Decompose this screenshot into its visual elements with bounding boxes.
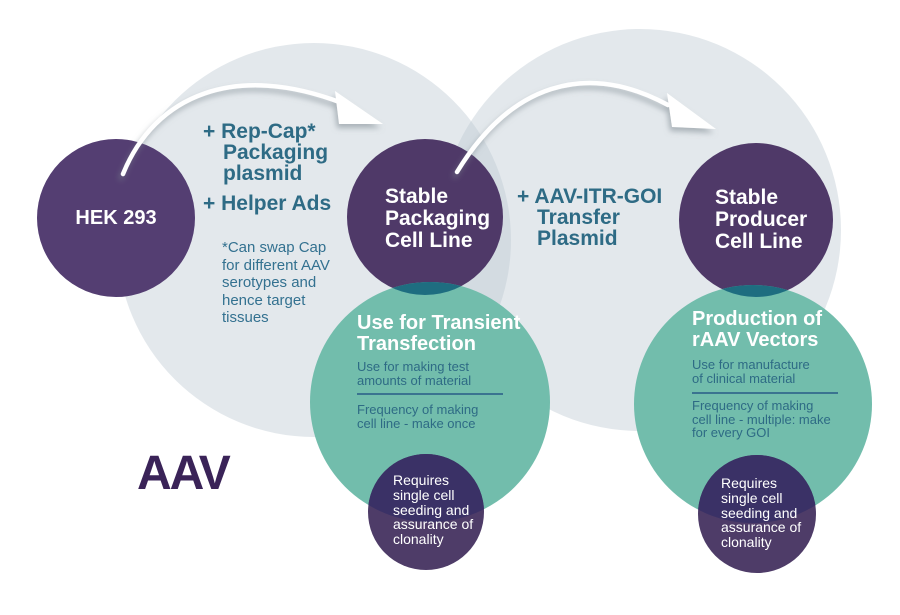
- clonality-left-label: Requires single cell seeding and assuran…: [393, 473, 473, 547]
- transient-header-line: Use for Transient: [357, 312, 521, 334]
- clonality-right-line: clonality: [721, 534, 772, 551]
- production-frequency-line: cell line - multiple: make: [692, 411, 831, 427]
- transient-header: Use for Transient Transfection: [357, 313, 520, 355]
- production-frequency-line: for every GOI: [692, 425, 771, 440]
- overlap-clonality-right: [698, 455, 816, 523]
- transient-header-line: Transfection: [357, 333, 476, 355]
- transfer-plasmid-annotation: + AAV-ITR-GOI Transfer Plasmid: [517, 186, 662, 249]
- transient-transfection-block: Use for Transient Transfection Use for m…: [357, 313, 520, 430]
- production-header-line: rAAV Vectors: [692, 329, 819, 351]
- transfer-plasmid-line: Transfer: [537, 206, 620, 229]
- transient-frequency-line: cell line - make once: [357, 415, 476, 431]
- transient-use-line: Use for making test: [357, 359, 469, 374]
- clonality-right-line: seeding and: [721, 504, 798, 521]
- rep-cap-line: + Rep-Cap*: [203, 120, 316, 143]
- diagram-title: AAV: [137, 447, 231, 500]
- clonality-left-line: Requires: [393, 472, 450, 488]
- transient-frequency-line: Frequency of making: [357, 402, 479, 417]
- production-use-text: Use for manufacture of clinical material: [692, 358, 838, 385]
- production-use-line: of clinical material: [692, 370, 796, 386]
- cap-swap-note: *Can swap Cap for different AAV serotype…: [222, 239, 330, 327]
- stable-producer-label-line: Producer: [715, 208, 808, 231]
- cap-swap-note-line: tissues: [222, 309, 269, 326]
- transfer-plasmid-line: + AAV-ITR-GOI: [517, 185, 663, 208]
- cap-swap-note-line: for different AAV: [222, 256, 330, 274]
- transient-transfection-circle: [310, 282, 550, 522]
- production-header: Production of rAAV Vectors: [692, 309, 838, 351]
- production-divider: [692, 392, 838, 394]
- clonality-left-line: clonality: [393, 531, 444, 548]
- stable-packaging-label-line: Packaging: [385, 207, 491, 230]
- hek-293-circle: [37, 139, 195, 297]
- stable-producer-label-line: Stable: [715, 186, 779, 209]
- overlap-clonality-left: [368, 454, 484, 522]
- clonality-left-line: single cell: [393, 486, 455, 503]
- cap-swap-note-line: *Can swap Cap: [222, 239, 327, 256]
- raav-production-block: Production of rAAV Vectors Use for manuf…: [692, 309, 838, 440]
- helper-ads-annotation: + Helper Ads: [203, 192, 332, 215]
- production-frequency-line: Frequency of making: [692, 398, 814, 413]
- production-frequency-text: Frequency of making cell line - multiple…: [692, 399, 838, 440]
- rep-cap-line: plasmid: [223, 162, 303, 185]
- transient-use-text: Use for making test amounts of material: [357, 360, 520, 387]
- stable-packaging-label: Stable Packaging Cell Line: [385, 186, 490, 252]
- cap-swap-note-line: serotypes and: [222, 274, 317, 291]
- curved-arrow-right-icon: [454, 80, 716, 175]
- stable-producer-circle: [679, 143, 833, 297]
- clonality-left-line: assurance of: [393, 516, 474, 533]
- transfer-plasmid-line: Plasmid: [537, 227, 618, 250]
- rep-cap-line: Packaging: [223, 141, 329, 164]
- stable-producer-label: Stable Producer Cell Line: [715, 187, 807, 253]
- transient-divider: [357, 393, 503, 395]
- production-header-line: Production of: [692, 308, 822, 330]
- stable-packaging-circle: [347, 139, 503, 295]
- raav-production-circle: [634, 285, 872, 523]
- curved-arrow-left-icon: [120, 83, 383, 177]
- clonality-left-line: seeding and: [393, 501, 470, 518]
- transient-use-line: amounts of material: [357, 372, 472, 388]
- stable-packaging-label-line: Stable: [385, 185, 449, 208]
- stable-packaging-label-line: Cell Line: [385, 229, 473, 252]
- clonality-right-label: Requires single cell seeding and assuran…: [721, 476, 801, 550]
- production-use-line: Use for manufacture: [692, 357, 810, 372]
- clonality-right-line: assurance of: [721, 519, 802, 536]
- clonality-right-line: single cell: [721, 489, 783, 506]
- transient-frequency-text: Frequency of making cell line - make onc…: [357, 403, 520, 430]
- stable-producer-label-line: Cell Line: [715, 230, 803, 253]
- rep-cap-annotation: + Rep-Cap* Packaging plasmid: [203, 121, 328, 184]
- hek-293-label: HEK 293: [75, 207, 157, 229]
- cap-swap-note-line: hence target: [222, 291, 306, 309]
- clonality-right-line: Requires: [721, 475, 778, 491]
